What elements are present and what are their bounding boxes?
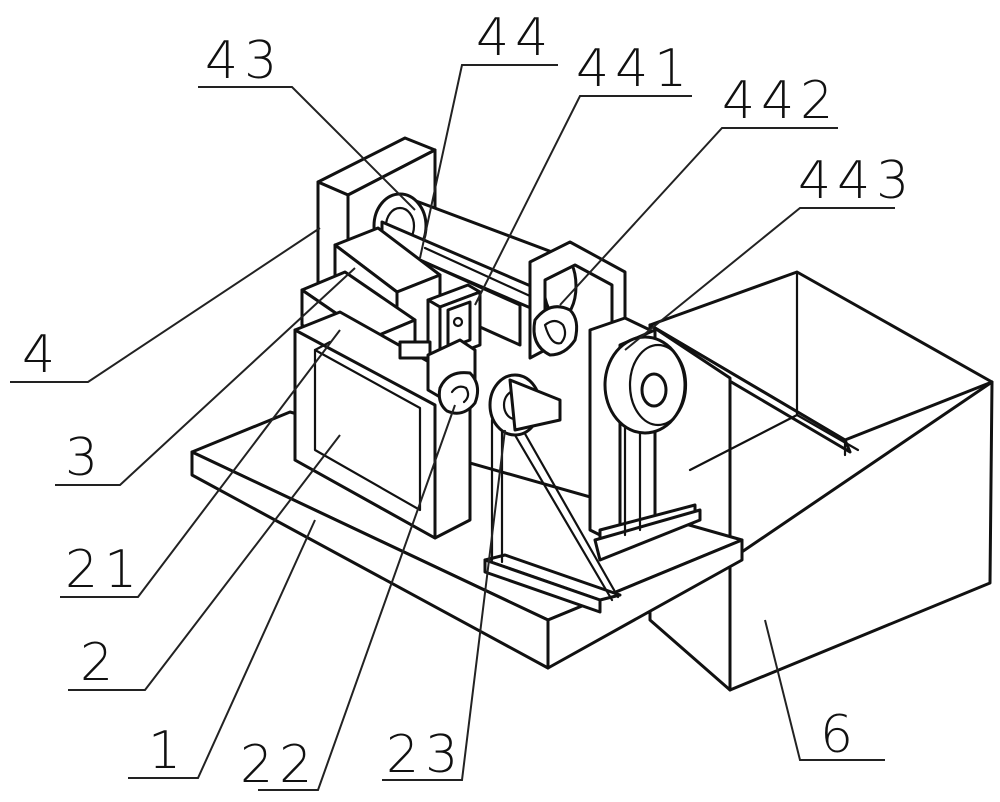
label-21: 21 — [65, 540, 143, 600]
label-23: 23 — [386, 725, 464, 785]
label-441: 441 — [576, 39, 693, 99]
label-443: 443 — [798, 151, 915, 211]
label-22: 22 — [240, 735, 318, 795]
part-labels: 43 44 441 442 443 4 3 21 2 1 22 23 6 — [22, 8, 915, 795]
clamp-plate — [426, 283, 482, 362]
label-4: 4 — [22, 325, 61, 385]
label-2: 2 — [80, 633, 119, 693]
label-3: 3 — [65, 428, 104, 488]
label-6: 6 — [820, 705, 859, 765]
label-44: 44 — [476, 8, 554, 68]
label-43: 43 — [205, 31, 283, 91]
front-support-stand — [483, 373, 622, 614]
label-442: 442 — [722, 71, 839, 131]
motor-housing — [293, 270, 472, 540]
leader-lines — [10, 64, 895, 791]
label-1: 1 — [148, 721, 187, 781]
upper-bracket — [528, 240, 627, 360]
shaft-coupling — [398, 338, 480, 415]
collection-box — [648, 270, 994, 692]
